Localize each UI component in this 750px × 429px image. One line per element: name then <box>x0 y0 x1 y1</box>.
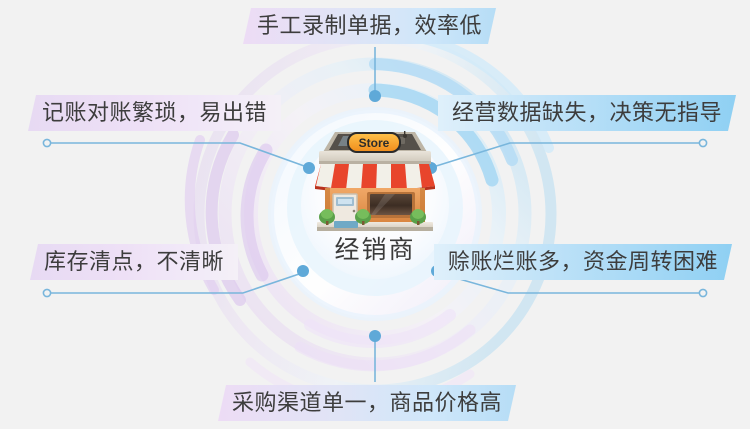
connector-right1 <box>432 142 703 168</box>
endpoint-dot-left2 <box>42 288 52 298</box>
node-dot-top <box>369 90 381 102</box>
pain-point-left-upper-label: 记账对账繁琐，易出错 <box>42 100 268 125</box>
endpoint-dot-left1 <box>42 138 52 148</box>
store-front-icon: Store <box>305 128 445 236</box>
pain-point-left-lower-label: 库存清点，不清晰 <box>44 249 225 274</box>
pain-point-right-lower[interactable]: 赊账烂账多，资金周转困难 <box>434 244 732 280</box>
pain-point-bottom-label: 采购渠道单一，商品价格高 <box>232 390 503 415</box>
pain-point-right-upper[interactable]: 经营数据缺失，决策无指导 <box>438 95 736 131</box>
pain-point-top[interactable]: 手工录制单据，效率低 <box>243 8 496 44</box>
shrubs <box>319 209 426 225</box>
connector-left1 <box>47 142 308 168</box>
pain-point-right-lower-label: 赊账烂账多，资金周转困难 <box>448 249 719 274</box>
pain-point-left-lower[interactable]: 库存清点，不清晰 <box>30 244 239 280</box>
pain-point-bottom[interactable]: 采购渠道单一，商品价格高 <box>218 385 516 421</box>
node-dot-bottom <box>369 330 381 342</box>
endpoint-dot-right1 <box>698 138 708 148</box>
endpoint-dot-right2 <box>698 288 708 298</box>
svg-text:Store: Store <box>359 136 390 150</box>
center-node: Store <box>287 128 463 288</box>
pain-point-right-upper-label: 经营数据缺失，决策无指导 <box>452 100 723 125</box>
store-sign: Store <box>347 132 401 153</box>
pain-point-top-label: 手工录制单据，效率低 <box>257 13 483 38</box>
center-caption: 经销商 <box>334 236 416 264</box>
pain-point-left-upper[interactable]: 记账对账繁琐，易出错 <box>28 95 282 131</box>
